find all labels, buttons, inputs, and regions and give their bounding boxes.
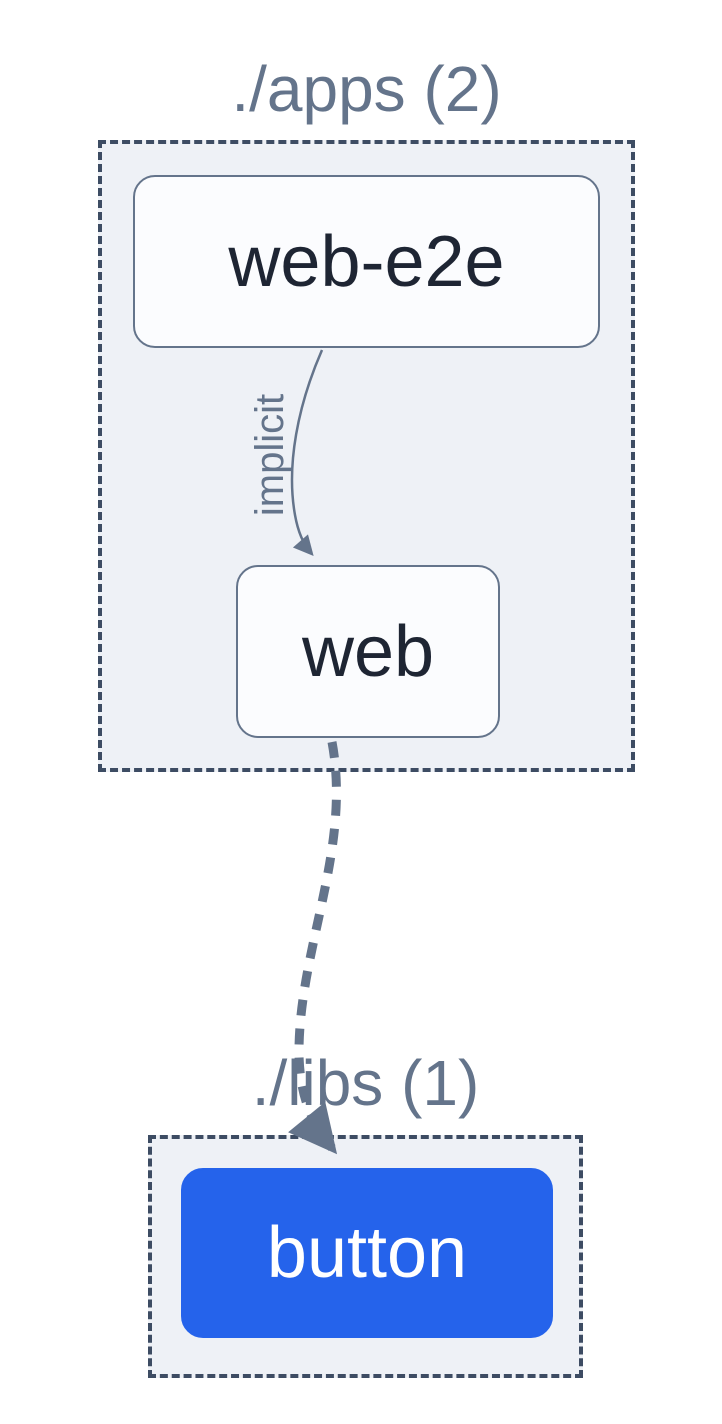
node-button-label: button [266, 1213, 468, 1293]
node-button[interactable]: button [181, 1168, 553, 1338]
cluster-title-libs: ./libs (1) [251, 1047, 480, 1119]
node-web[interactable]: web [236, 565, 500, 738]
node-web-label: web [301, 611, 435, 692]
cluster-title-apps: ./apps (2) [231, 53, 502, 125]
node-web-e2e[interactable]: web-e2e [133, 175, 600, 348]
node-web-e2e-label: web-e2e [228, 221, 505, 302]
